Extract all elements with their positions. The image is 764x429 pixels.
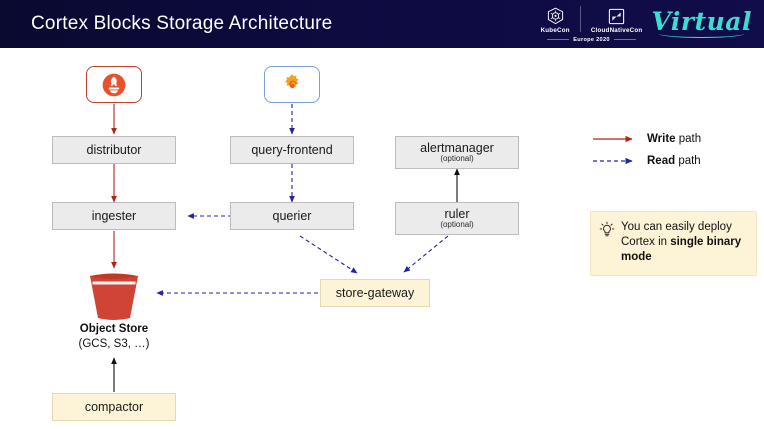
node-label: alertmanager [420,141,494,156]
rule-right [613,39,636,40]
object-store-label: Object Store (GCS, S3, …) [44,322,184,352]
legend-item-write-path: Write path [592,128,757,150]
legend-label-strong: Write [647,133,676,145]
kubernetes-helm-icon [547,7,563,24]
lightbulb-icon [599,221,615,237]
tip-text-before: You can easily deploy Cortex in [621,221,732,249]
logo-divider [579,5,581,32]
legend-label-strong: Read [647,155,676,167]
node-label: query-frontend [251,143,333,157]
node-query-frontend[interactable]: query-frontend [230,136,354,164]
cloudnativecon-label: CloudNativeCon [590,26,643,34]
rule-left [547,39,570,40]
bucket-icon [90,273,138,320]
cncf-square-icon [608,8,625,24]
conference-logos: KubeCon CloudNativeCon Europe 2020 [541,3,756,45]
object-store-title: Object Store [79,323,149,335]
legend-label: Read path [647,155,701,167]
write-path-arrow-icon [593,135,633,143]
read-path-arrow-icon [593,157,633,165]
slide-header: Cortex Blocks Storage Architecture [0,0,764,48]
grafana-icon [285,73,299,88]
legend-item-read-path: Read path [592,150,757,172]
virtual-wordmark: Virtual [649,9,756,40]
cloudnativecon-logo: CloudNativeCon [591,7,643,34]
node-label: compactor [84,400,144,414]
node-distributor[interactable]: distributor [52,136,176,164]
tip-callout: You can easily deploy Cortex in single b… [590,211,757,276]
node-label: querier [272,209,312,223]
node-ruler[interactable]: ruler (optional) [395,202,519,235]
object-store-subtitle: (GCS, S3, …) [78,337,150,350]
legend-label: Write path [647,133,701,145]
prometheus-source-box[interactable] [86,66,142,103]
node-store-gateway[interactable]: store-gateway [320,279,430,307]
legend-label-rest: path [675,133,702,145]
node-alertmanager[interactable]: alertmanager (optional) [395,136,519,169]
node-querier[interactable]: querier [230,202,354,230]
node-label: ingester [91,209,137,223]
legend-label-rest: path [675,155,701,167]
node-sublabel: (optional) [440,220,474,230]
legend: Write path Read path [592,128,757,172]
kubecon-logo: KubeCon [541,7,570,34]
kubecon-label: KubeCon [540,26,570,34]
node-sublabel: (optional) [440,154,474,164]
node-label: distributor [86,143,142,157]
node-label: store-gateway [335,286,415,300]
event-edition: Europe 2020 [547,37,636,43]
arrow-ruler-storegateway [403,235,449,273]
node-ingester[interactable]: ingester [52,202,176,230]
arrow-querier-storegateway [299,235,358,274]
tip-text-strong: single binary mode [621,236,742,264]
event-label: Europe 2020 [573,36,610,43]
node-label: ruler [444,207,470,222]
page-title: Cortex Blocks Storage Architecture [31,13,333,34]
kubecon-cloudnativecon-logo: KubeCon CloudNativeCon Europe 2020 [541,5,643,43]
grafana-source-box[interactable] [264,66,320,103]
tip-text: You can easily deploy Cortex in single b… [621,220,747,266]
node-compactor[interactable]: compactor [52,393,176,421]
prometheus-icon [102,73,126,96]
